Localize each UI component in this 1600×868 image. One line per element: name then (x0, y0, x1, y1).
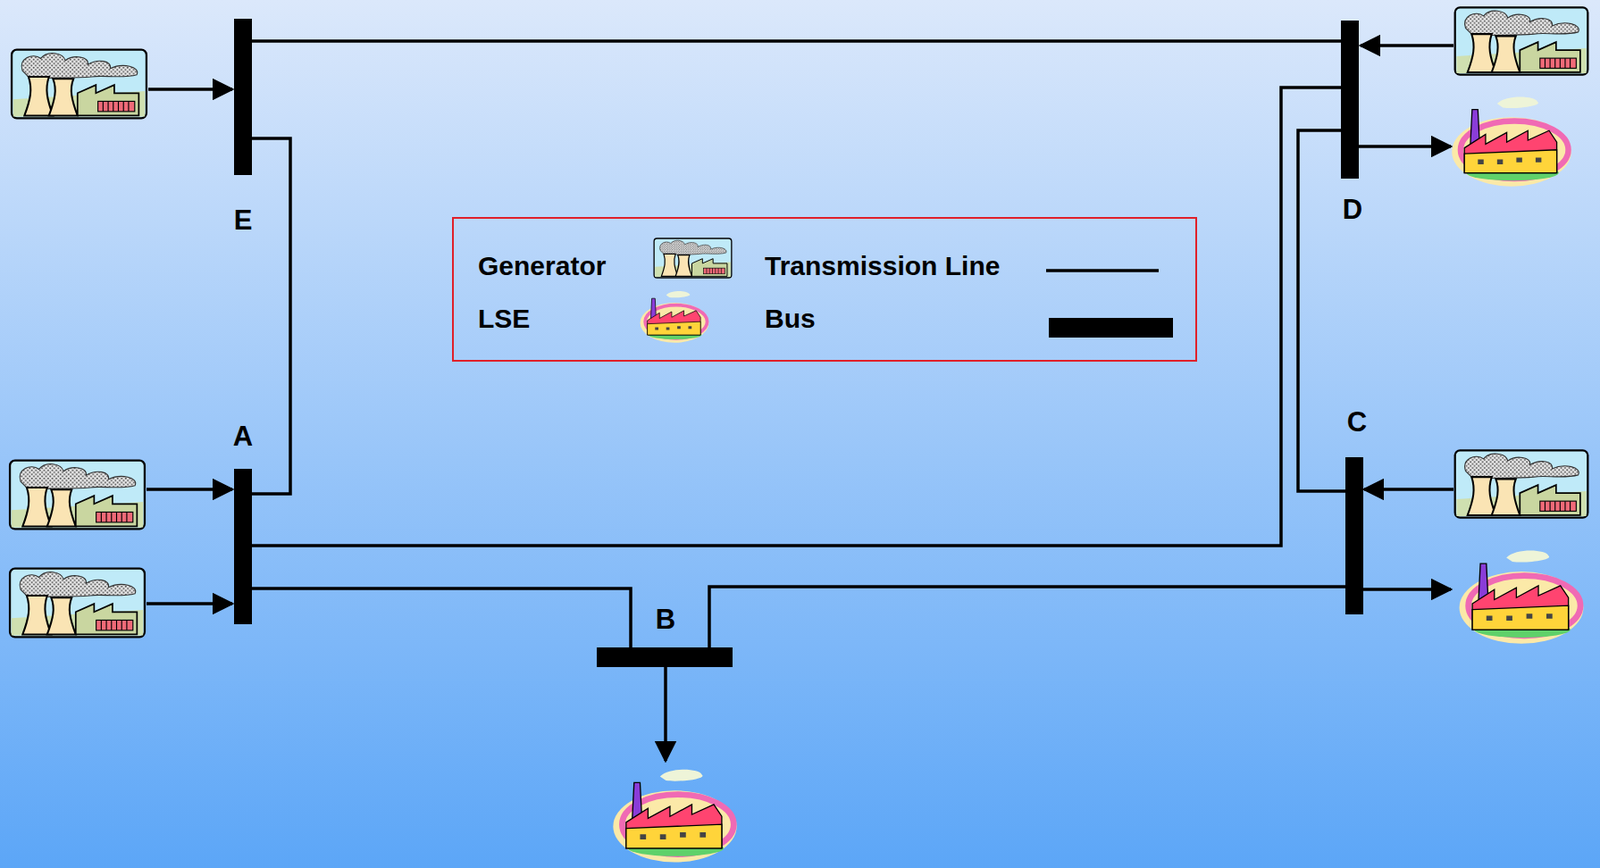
bus-label: D (1342, 193, 1363, 227)
transmission-line (251, 138, 291, 495)
legend-text: LSE (477, 303, 530, 335)
bus-bar: D (1340, 20, 1359, 179)
legend-text: Generator (477, 251, 606, 282)
transmission-line (251, 39, 1341, 43)
transmission-line (1298, 130, 1346, 492)
legend-box: GeneratorLSE Transmission LineBus (452, 217, 1198, 362)
bus-bar: E (234, 18, 252, 176)
legend-text: Bus (764, 303, 816, 335)
bus-label: B (655, 603, 676, 637)
bus-bar: A (234, 469, 252, 625)
bus-label: E (234, 204, 253, 237)
legend-text: Transmission Line (764, 251, 1000, 282)
transmission-line (251, 87, 1341, 546)
transmission-line (251, 588, 631, 648)
bus-label: C (1347, 406, 1367, 439)
bus-bar: B (596, 647, 733, 668)
bus-label: A (233, 420, 253, 453)
transmission-line (709, 586, 1346, 648)
bus-bar: C (1345, 457, 1364, 615)
